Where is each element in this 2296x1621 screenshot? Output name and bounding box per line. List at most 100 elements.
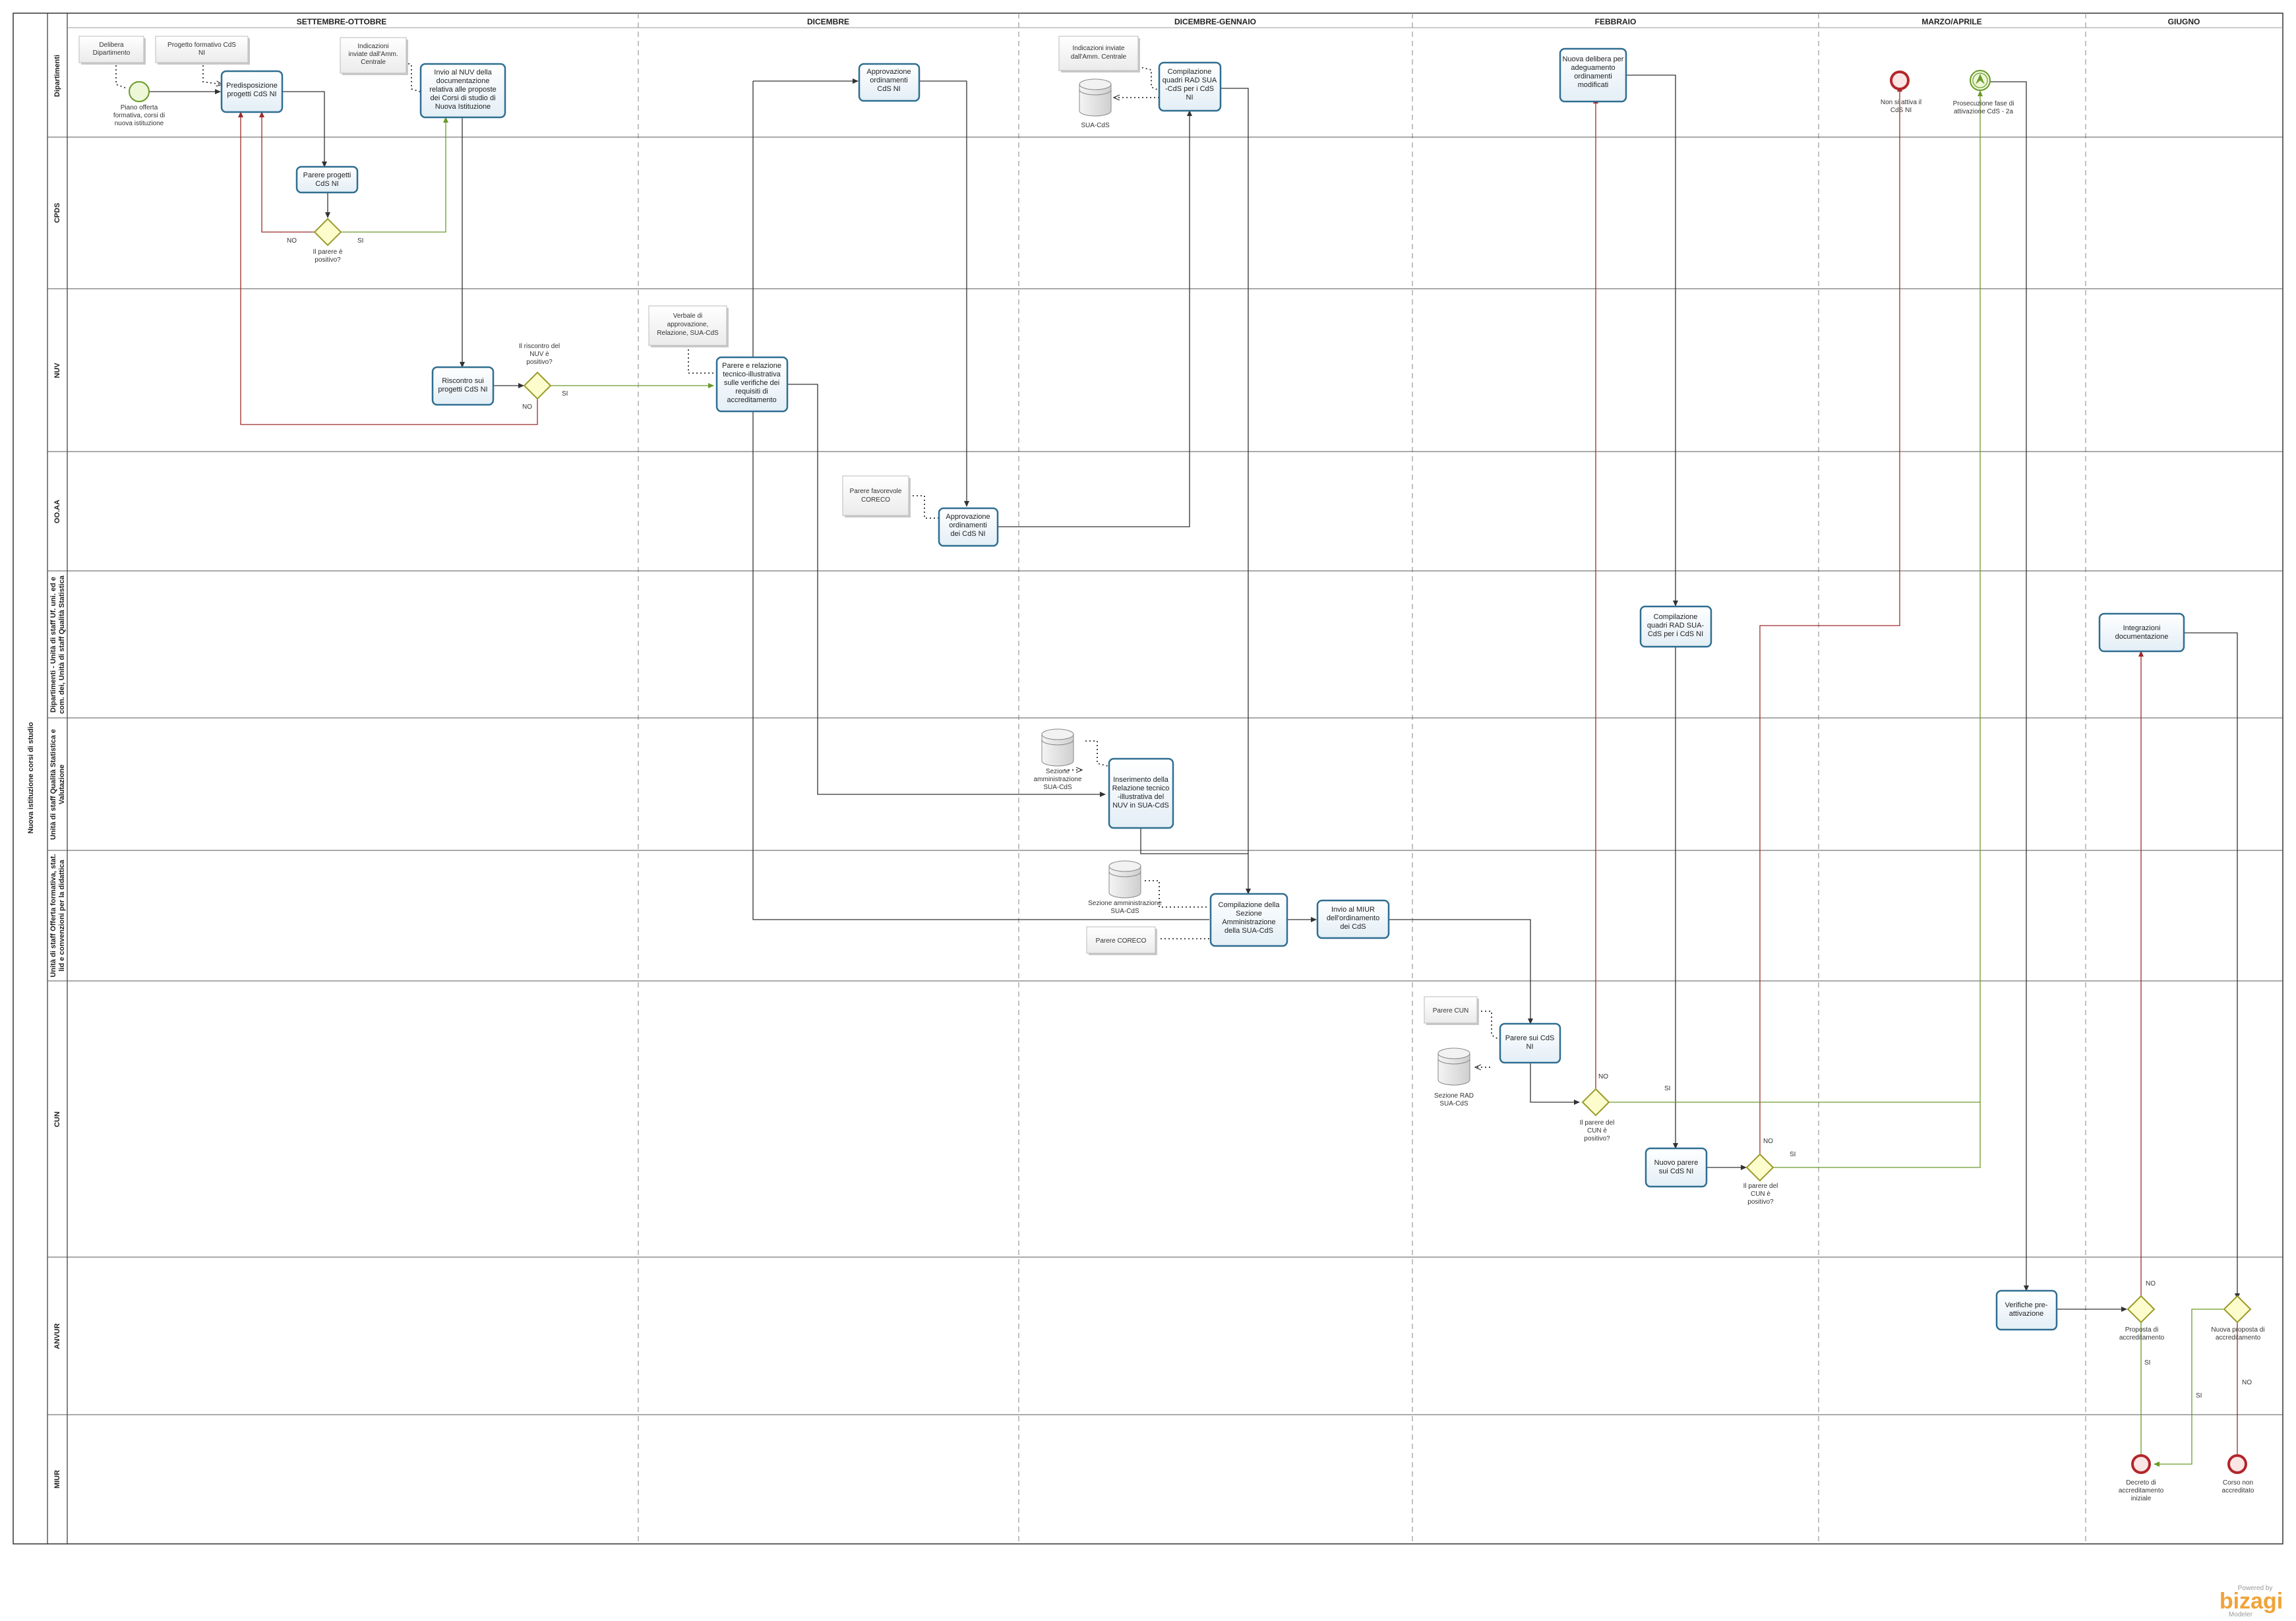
- flow-si: [1773, 1102, 1981, 1168]
- flow: [282, 91, 327, 167]
- pool-label: Nuova istituzione corsi di studio: [27, 722, 35, 834]
- flow-label-no: NO: [1763, 1138, 1773, 1145]
- datastore-sua-cds: SUA-CdS: [1079, 78, 1112, 129]
- artifact-parere-coreco: Parere CORECO: [1086, 926, 1157, 955]
- flow: [1221, 88, 1251, 895]
- flow-label-no: NO: [287, 237, 297, 245]
- flow: [2173, 632, 2240, 1299]
- flow-label-no: NO: [1598, 1073, 1608, 1080]
- flow-si: [2154, 1309, 2224, 1467]
- flow: [1530, 1063, 1580, 1105]
- brand-name: bizagi: [2220, 1589, 2283, 1614]
- association: [1477, 1011, 1503, 1042]
- flow: [1140, 828, 1248, 854]
- flow-no: [259, 111, 315, 233]
- association: [202, 49, 222, 84]
- phase-label: DICEMBRE: [807, 17, 849, 26]
- lane-label: ANVUR: [53, 1323, 61, 1349]
- task-verifiche[interactable]: Verifiche pre-attivazione: [1995, 1289, 2058, 1331]
- flow-label-no: NO: [2242, 1379, 2252, 1386]
- flow: [1389, 919, 1533, 1024]
- link-arrow-icon: [1976, 74, 1985, 84]
- flow-label-si: SI: [1790, 1151, 1796, 1158]
- phase-label: GIUGNO: [2168, 17, 2200, 26]
- svg-text:Parere CORECO: Parere CORECO: [1096, 937, 1147, 945]
- phase-label: FEBBRAIO: [1595, 17, 1637, 26]
- flow-labels: NO SI NO SI NO SI NO SI NO SI SI NO: [287, 237, 2252, 1400]
- flow: [998, 110, 1192, 527]
- phase-label: SETTEMBRE-OTTOBRE: [297, 17, 386, 26]
- flow-no: [238, 111, 538, 425]
- lane-label: MIUR: [53, 1470, 61, 1488]
- svg-text:Verifiche pre-attivazione: Verifiche pre-attivazione: [2005, 1301, 2048, 1318]
- flow: [919, 80, 969, 507]
- association: [1085, 740, 1108, 767]
- associations: [115, 49, 1503, 1067]
- lane-label: CUN: [53, 1111, 61, 1127]
- association: [1145, 880, 1209, 908]
- flow-label-si: SI: [2144, 1359, 2150, 1367]
- flow-label-si: SI: [1664, 1085, 1670, 1092]
